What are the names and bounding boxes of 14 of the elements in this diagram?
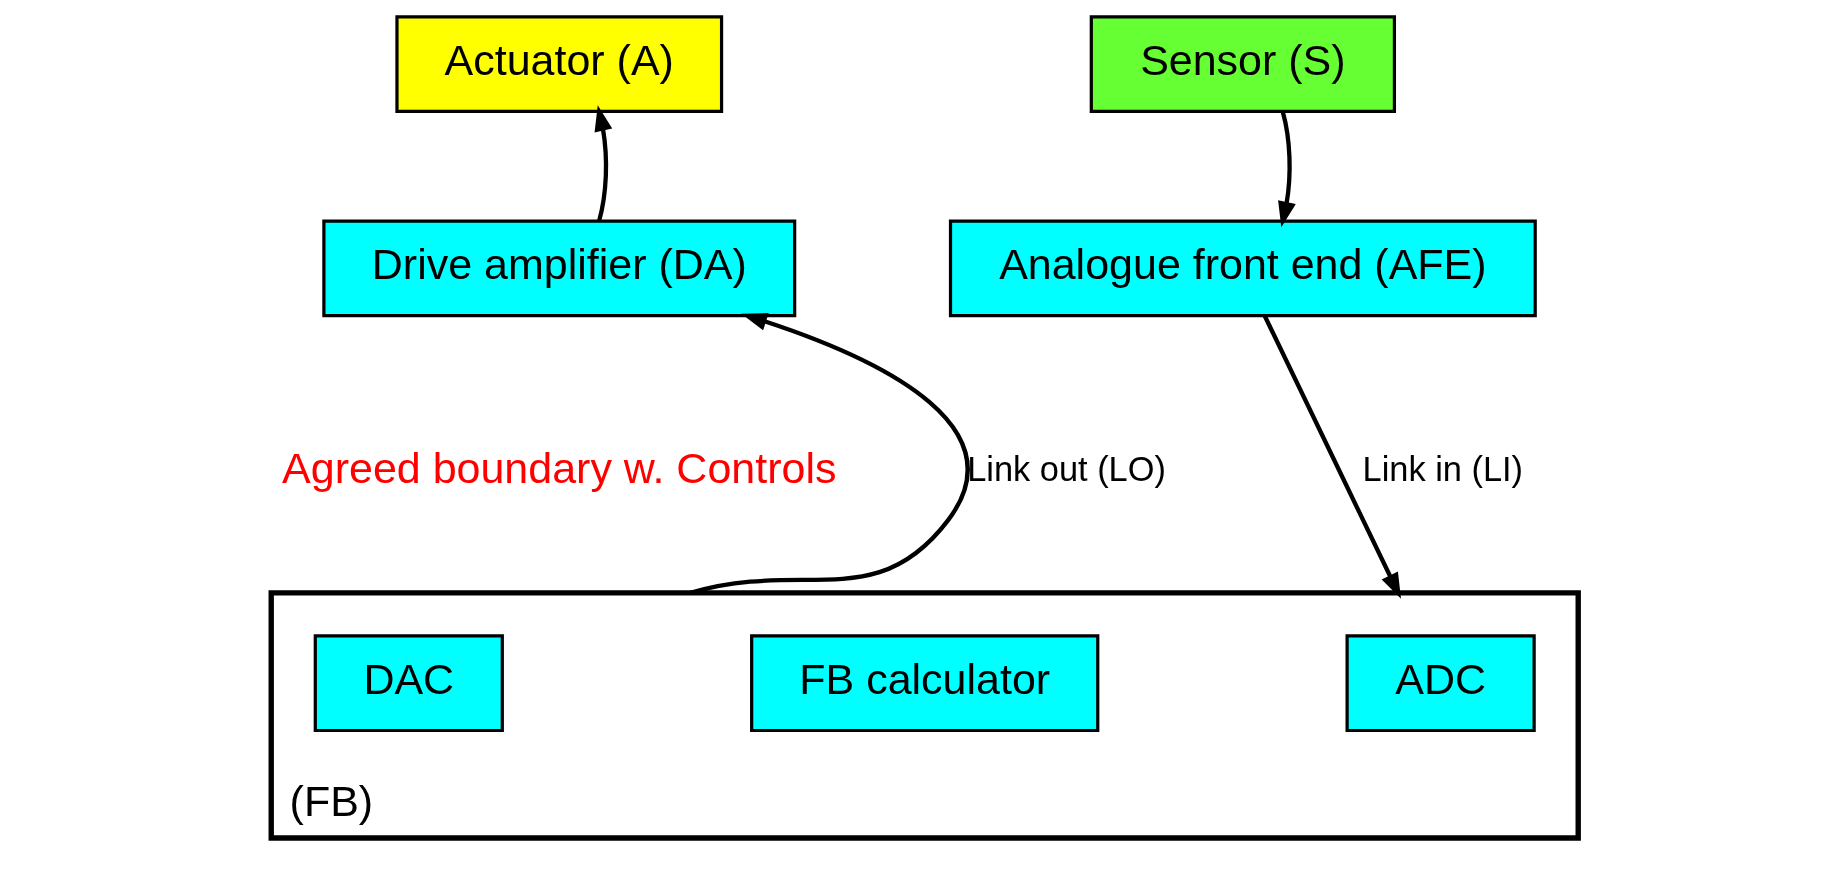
node-box: FB calculator [750,634,1100,733]
node-box: Actuator (A) [395,15,724,113]
node-box: ADC [1345,634,1536,733]
node-box: DAC [313,634,504,733]
label: Agreed boundary w. Controls [282,444,837,493]
edge-label: Link in (LI) [1362,449,1524,488]
arrow [1262,315,1401,599]
node-box: Drive amplifier (DA) [322,219,797,318]
arrow [689,313,970,595]
arrow [594,105,613,222]
node-box: Sensor (S) [1089,15,1396,113]
arrow [1278,111,1296,228]
node-box: Analogue front end (AFE) [948,219,1537,318]
edge-label: Link out (LO) [967,449,1166,488]
